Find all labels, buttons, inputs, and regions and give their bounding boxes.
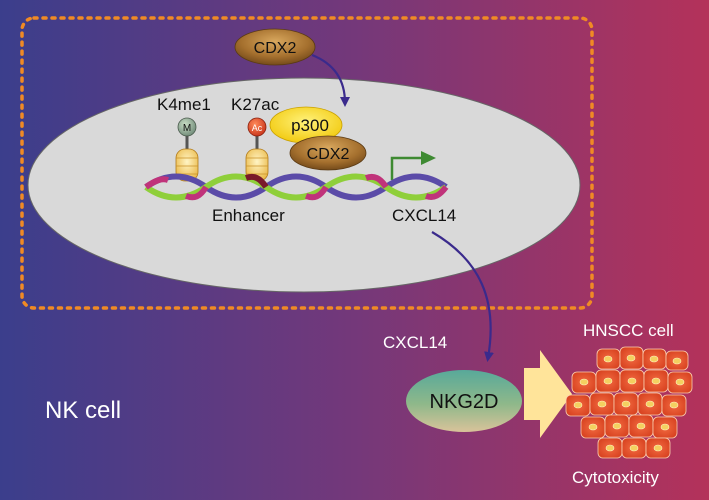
nk-cell-label: NK cell — [45, 397, 121, 424]
nkg2d-label: NKG2D — [430, 391, 499, 413]
k27ac-label: K27ac — [231, 95, 280, 114]
promoter-arrow — [390, 156, 425, 180]
dna-helix — [144, 173, 449, 201]
m-mark-label: M — [183, 123, 191, 134]
p300-protein: p300 — [269, 106, 343, 144]
cdx2-bound-label: CDX2 — [307, 146, 350, 163]
histone-stack-right — [245, 148, 269, 182]
cxcl14-gene-label: CXCL14 — [392, 206, 456, 225]
k4me1-label: K4me1 — [157, 95, 211, 114]
cdx2-top-pill: CDX2 — [234, 28, 316, 66]
arrow-cxcl14-to-nkg2d — [431, 231, 494, 362]
block-arrow — [524, 350, 572, 438]
ac-mark-label: Ac — [252, 123, 263, 133]
cytotoxicity-label: Cytotoxicity — [572, 468, 659, 487]
dashed-region-border — [20, 16, 594, 310]
histone-m-mark: M — [177, 117, 197, 150]
enhancer-label: Enhancer — [212, 206, 285, 225]
cdx2-bound-pill: CDX2 — [289, 135, 367, 171]
hnscc-cell-label: HNSCC cell — [583, 321, 674, 340]
arrow-cdx2-to-p300 — [311, 53, 350, 107]
hnscc-cell-cluster — [565, 346, 693, 459]
promoter-arrowhead — [421, 151, 436, 165]
cxcl14-secreted-label: CXCL14 — [383, 333, 447, 352]
p300-label: p300 — [291, 116, 329, 135]
histone-ac-mark: Ac — [247, 117, 267, 150]
histone-stack-left — [175, 148, 199, 182]
cdx2-top-label: CDX2 — [254, 40, 297, 57]
nkg2d-receptor: NKG2D — [406, 370, 522, 432]
